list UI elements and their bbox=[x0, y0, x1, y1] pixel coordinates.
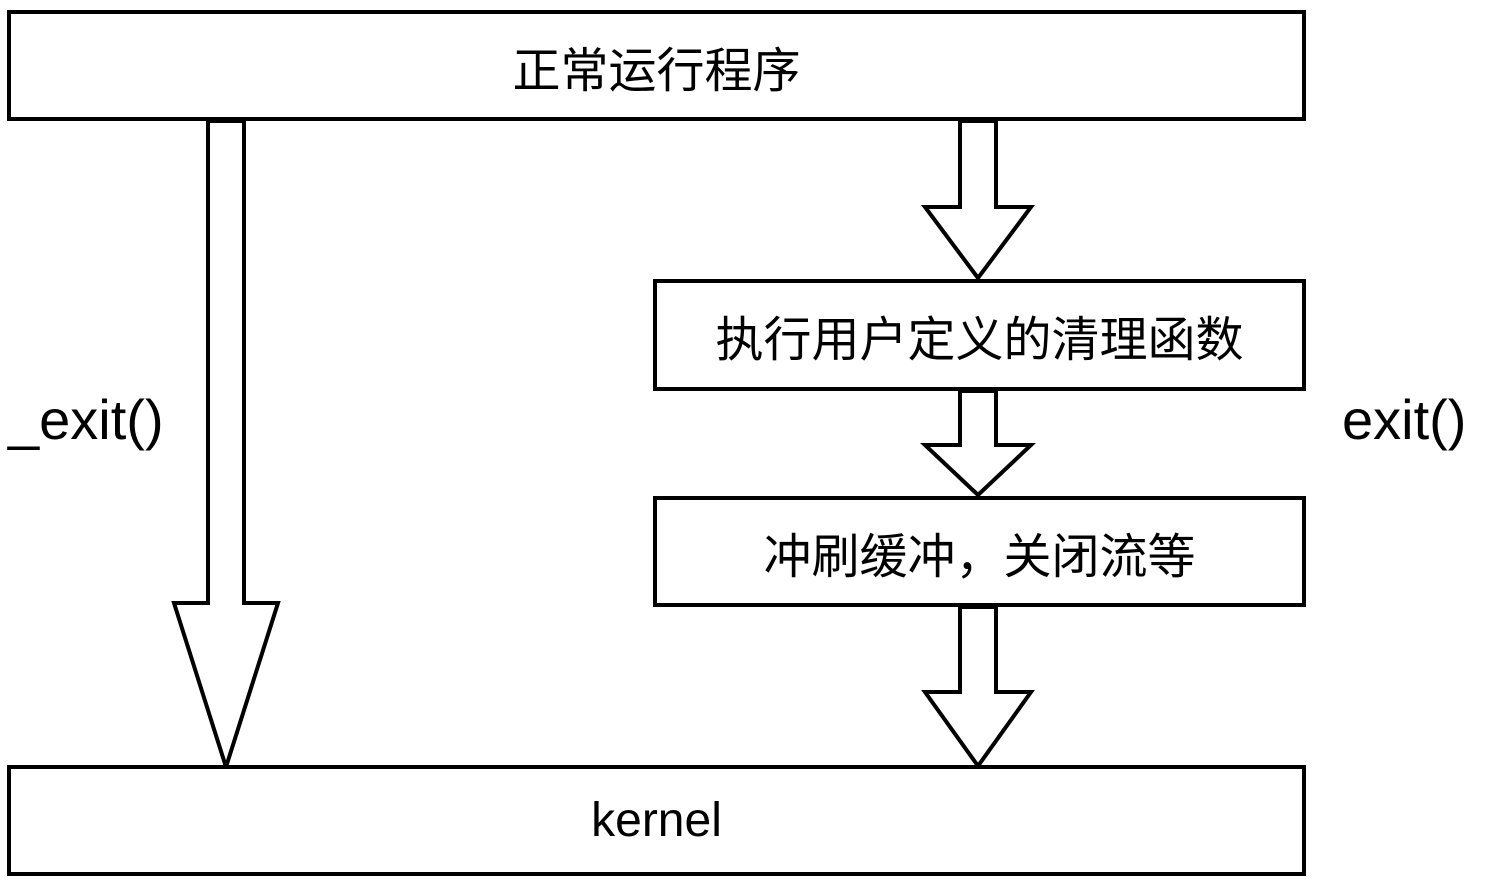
arrow-start-to-cleanup bbox=[921, 119, 1035, 282]
cleanup-functions-box: 执行用户定义的清理函数 bbox=[653, 279, 1306, 391]
arrow-cleanup-to-flush bbox=[919, 389, 1037, 498]
cleanup-functions-label: 执行用户定义的清理函数 bbox=[715, 312, 1244, 368]
kernel-label: kernel bbox=[591, 794, 722, 847]
arrow-flush-to-kernel bbox=[921, 605, 1035, 770]
flush-buffers-box: 冲刷缓冲，关闭流等 bbox=[653, 496, 1306, 607]
underscore-exit-label: _exit() bbox=[8, 388, 164, 451]
flush-buffers-label: 冲刷缓冲，关闭流等 bbox=[763, 528, 1196, 585]
normal-run-label: 正常运行程序 bbox=[512, 42, 801, 99]
arrow-exit-underscore-to-kernel bbox=[171, 119, 281, 774]
exit-label: exit() bbox=[1342, 388, 1467, 451]
normal-run-box: 正常运行程序 bbox=[7, 10, 1306, 121]
kernel-box: kernel bbox=[7, 765, 1306, 876]
